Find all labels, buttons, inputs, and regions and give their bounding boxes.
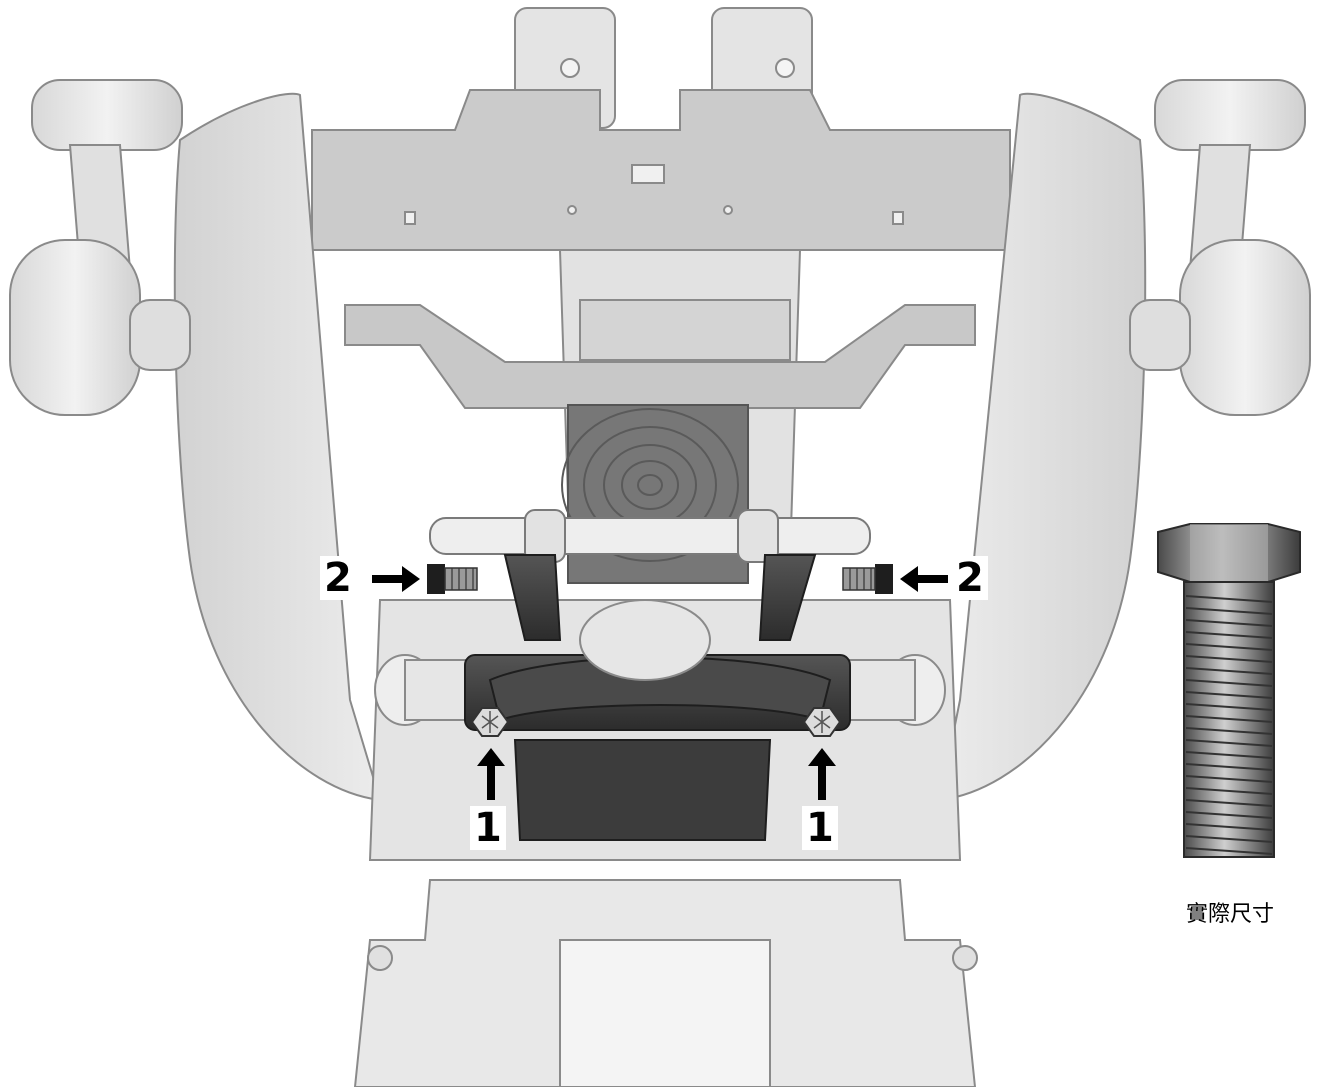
callout-right-bolt-label: 1: [802, 806, 838, 850]
arrow-left-icon: [900, 566, 948, 592]
upper-frame: [311, 7, 1011, 251]
bolt-thread-line: [1185, 847, 1273, 855]
bolt-thread-line: [1185, 703, 1273, 711]
bolt-thread-line: [1185, 607, 1273, 615]
crossbar: [344, 304, 976, 409]
bolt-thread-line: [1185, 799, 1273, 807]
bolt-thread-line: [1185, 655, 1273, 663]
right-nut: [842, 564, 893, 594]
right-handle: [1129, 79, 1311, 416]
bolt-thread-line: [1185, 691, 1273, 699]
bolt-thread-line: [1185, 595, 1273, 603]
bolt-thread-line: [1185, 775, 1273, 783]
bolt-thread-line: [1185, 667, 1273, 675]
bolt-thread-line: [1185, 715, 1273, 723]
bolt-thread-line: [1185, 619, 1273, 627]
left-handle: [9, 79, 191, 416]
bolt-thread-line: [1185, 787, 1273, 795]
bolt-thread-line: [1185, 835, 1273, 843]
callout-right-nut-label: 2: [952, 556, 988, 600]
bolt-thread-line: [1185, 823, 1273, 831]
bolt-thread-line: [1185, 739, 1273, 747]
bolt-thread-line: [1185, 631, 1273, 639]
arrow-up-icon: [477, 748, 505, 800]
actual-size-bolt-icon: [1157, 523, 1301, 858]
arrow-up-icon: [808, 748, 836, 800]
bolt-thread-line: [1185, 727, 1273, 735]
actual-size-caption: 實際尺寸: [1185, 902, 1274, 927]
left-hex-bolt: [470, 707, 510, 737]
bolt-threads: [1185, 595, 1273, 855]
bolt-thread-line: [1185, 679, 1273, 687]
arrow-right-icon: [372, 566, 420, 592]
bolt-thread-line: [1185, 643, 1273, 651]
wood-block: [561, 404, 749, 584]
left-nut: [427, 564, 478, 594]
callout-left-nut-label: 2: [320, 556, 356, 600]
bolt-thread-line: [1185, 763, 1273, 771]
callout-left-bolt-label: 1: [470, 806, 506, 850]
right-hex-bolt: [802, 707, 842, 737]
axle-rod: [429, 509, 871, 563]
bolt-thread-line: [1185, 811, 1273, 819]
bolt-thread-line: [1185, 751, 1273, 759]
